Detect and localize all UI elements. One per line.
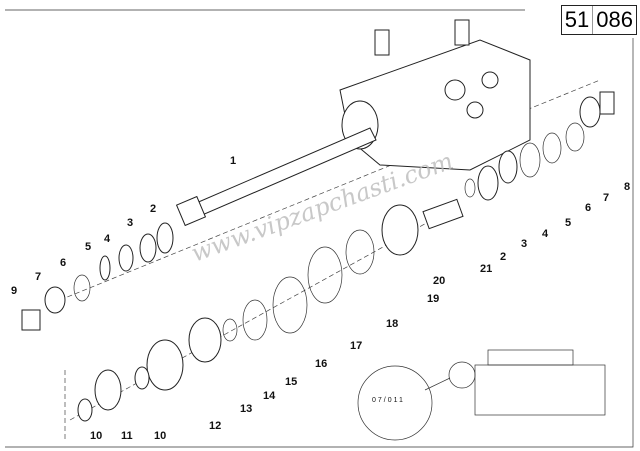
lower-parts (77, 204, 419, 422)
callout-left-4: 4 (104, 233, 111, 245)
callout-21: 21 (480, 263, 492, 275)
detail-inset: 07/011 (357, 349, 606, 441)
reference-group: 51 (564, 7, 590, 32)
callout-left-3: 3 (127, 217, 133, 229)
callout-10a: 10 (90, 430, 102, 442)
callout-19: 19 (427, 293, 439, 305)
callout-13: 13 (240, 403, 252, 415)
callout-right-3: 3 (521, 238, 527, 250)
gearbox-housing (339, 19, 531, 171)
callout-left-9: 9 (11, 285, 17, 297)
right-parts (422, 91, 615, 230)
callout-right-7: 7 (603, 192, 609, 204)
callout-10b: 10 (154, 430, 166, 442)
callout-18: 18 (386, 318, 398, 330)
callout-1: 1 (230, 155, 236, 167)
callout-14: 14 (263, 390, 276, 402)
callout-12: 12 (209, 420, 221, 432)
callout-16: 16 (315, 358, 327, 370)
callout-left-7: 7 (35, 271, 41, 283)
callout-left-6: 6 (60, 257, 66, 269)
callout-20: 20 (433, 275, 445, 287)
reference-number: 086 (592, 6, 636, 34)
callout-right-6: 6 (585, 202, 591, 214)
callout-right-4: 4 (542, 228, 549, 240)
left-parts (21, 222, 174, 331)
callout-17: 17 (350, 340, 362, 352)
axis-line-upper (59, 79, 601, 301)
callout-11: 11 (121, 430, 133, 442)
callout-right-5: 5 (565, 217, 571, 229)
watermark: www.vipzapchasti.com (187, 147, 456, 268)
callout-15: 15 (285, 376, 297, 388)
frame-right-bottom (5, 38, 634, 448)
callout-right-2: 2 (500, 251, 506, 263)
callout-left-2: 2 (150, 203, 156, 215)
main-shaft (175, 127, 377, 227)
callout-right-8: 8 (624, 181, 630, 193)
inset-code: 07/011 (372, 397, 405, 404)
callout-left-5: 5 (85, 241, 91, 253)
diagram-reference-number: 51 086 (560, 5, 637, 35)
